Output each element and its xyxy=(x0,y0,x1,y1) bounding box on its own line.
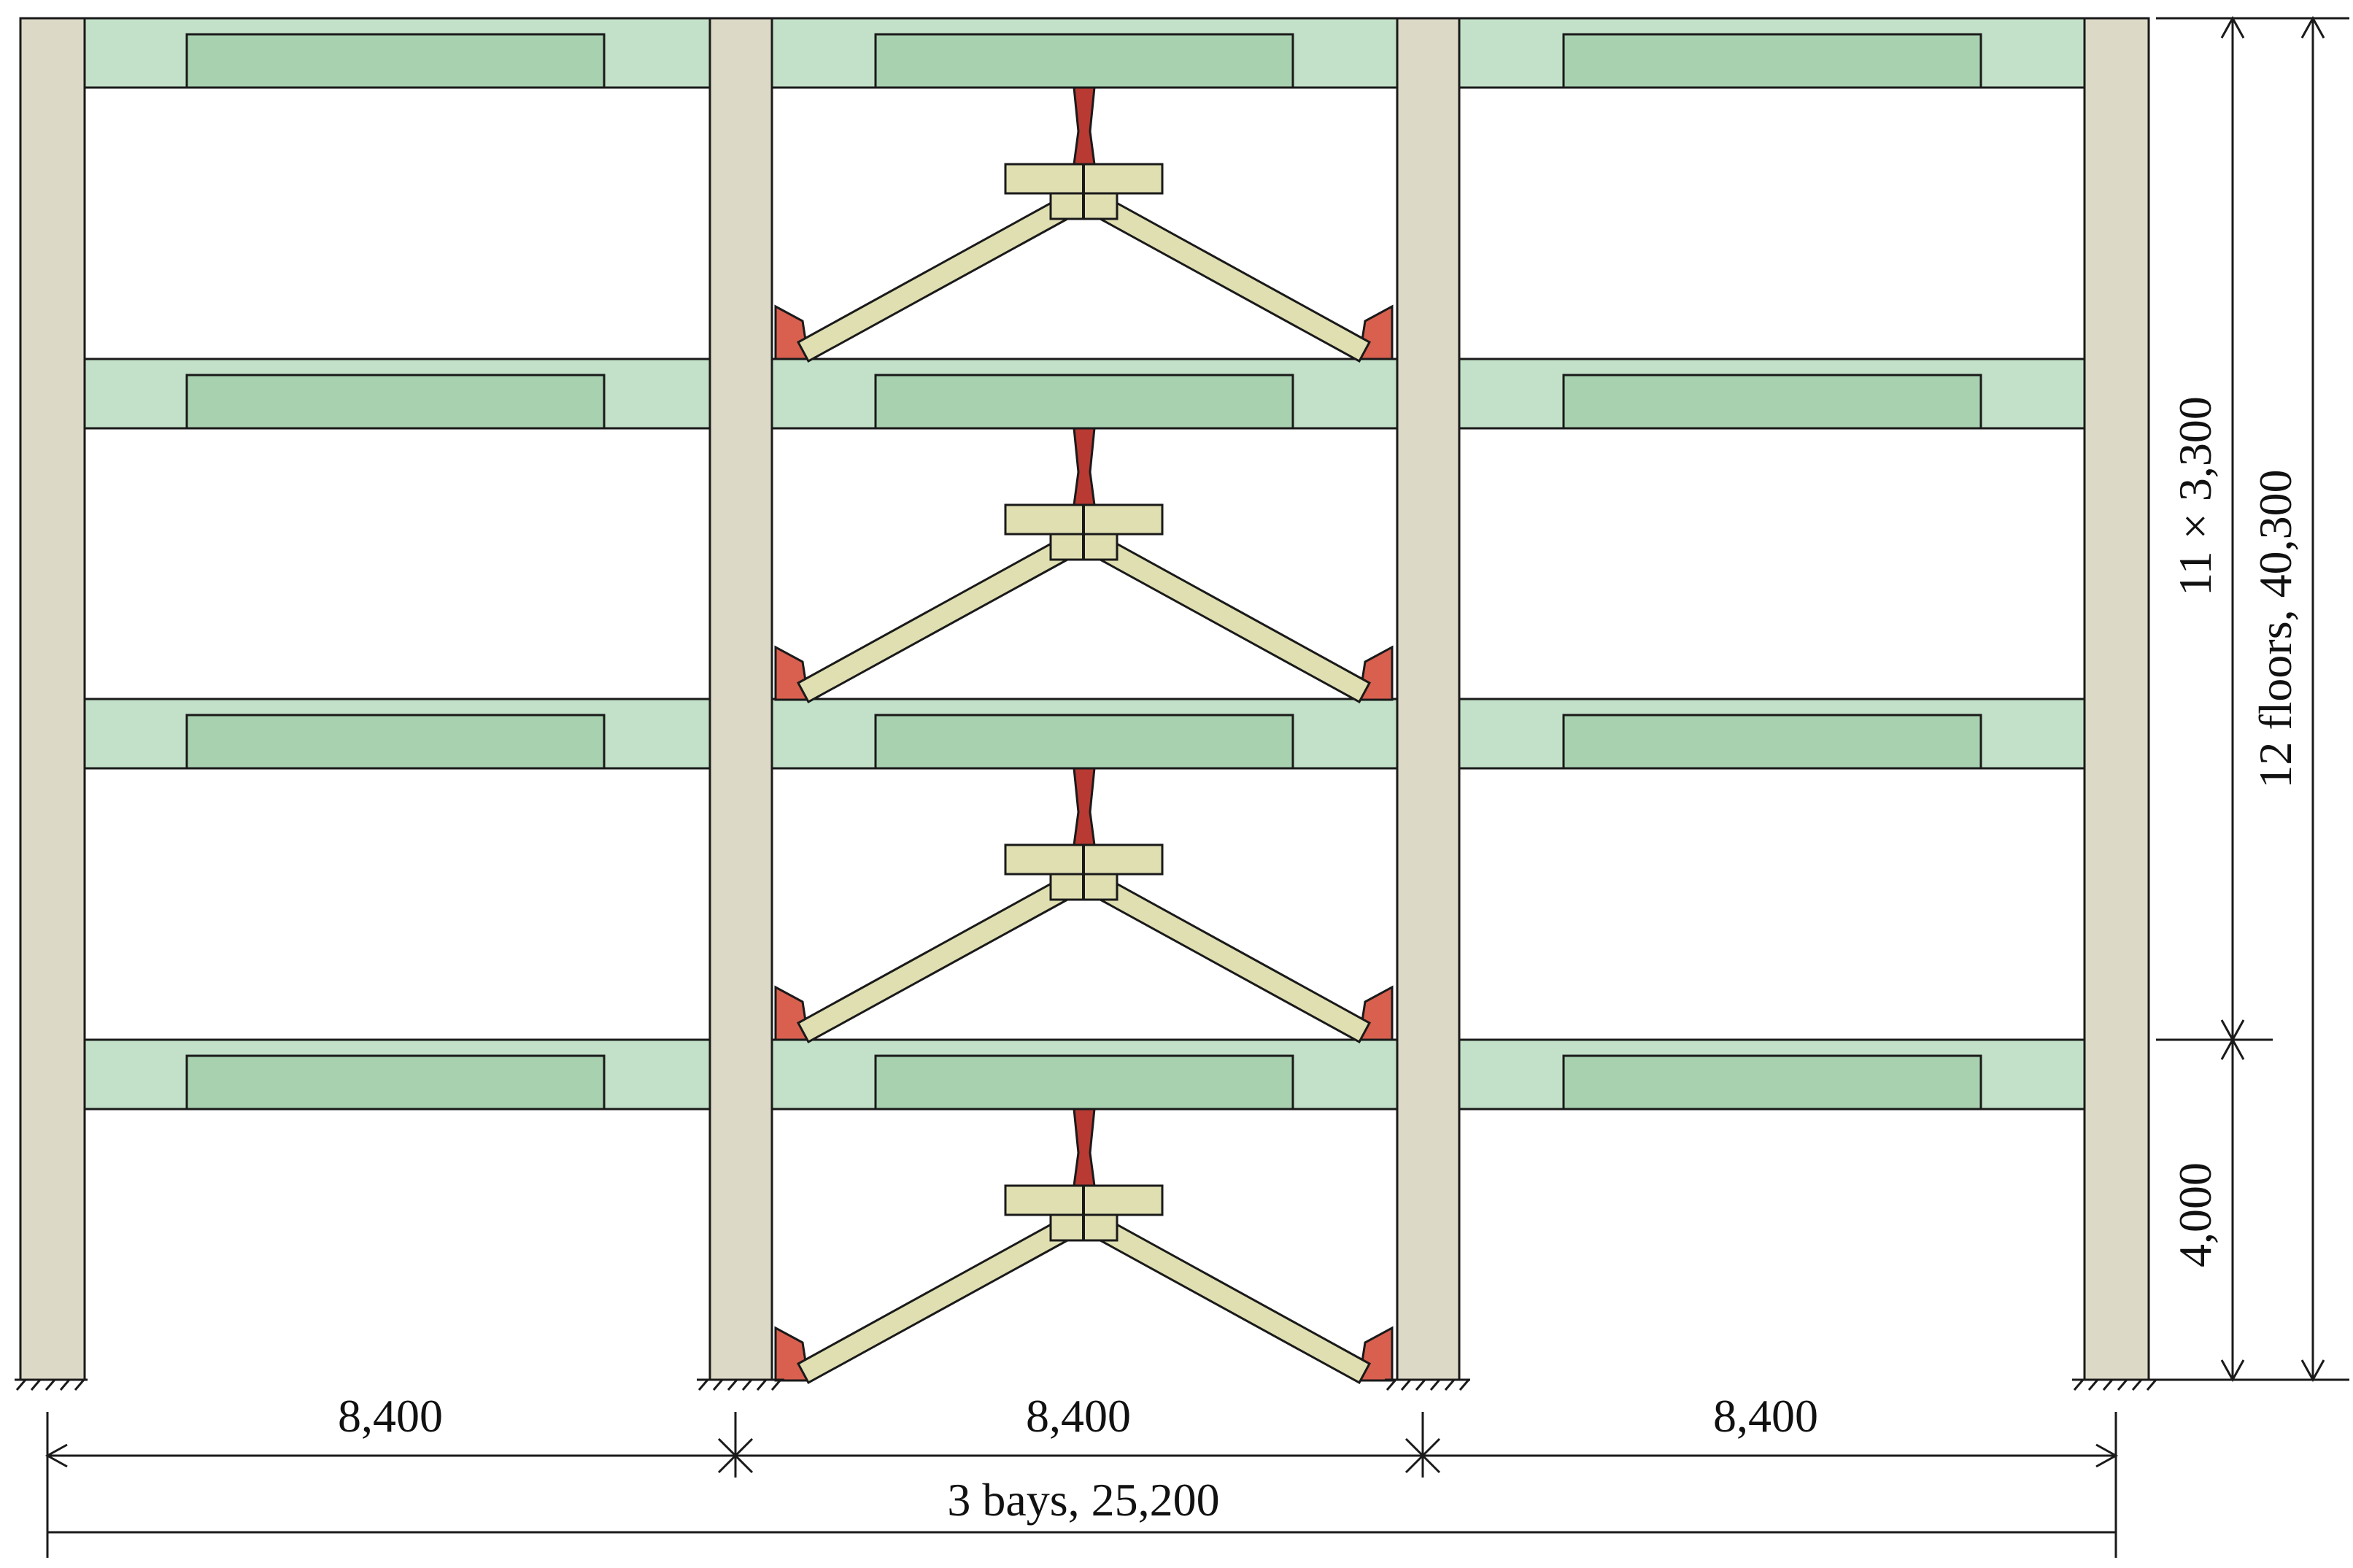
column-4 xyxy=(2083,17,2150,1381)
dimension-first-floor: 4,000 xyxy=(2169,1162,2221,1267)
dimension-total-width: 3 bays, 25,200 xyxy=(947,1474,1219,1526)
chevron-brace-story-2 xyxy=(774,427,1394,703)
horizontal-dimensions xyxy=(45,1412,2119,1558)
column-1 xyxy=(19,17,86,1381)
dimension-bay-3: 8,400 xyxy=(1713,1390,1818,1442)
dimension-upper-floors: 11 × 3,300 xyxy=(2169,396,2221,596)
column-3 xyxy=(1396,17,1461,1381)
column-2 xyxy=(708,17,773,1381)
dimension-bay-1: 8,400 xyxy=(338,1390,443,1442)
dimension-total-height: 12 floors, 40,300 xyxy=(2249,469,2301,788)
chevron-brace-story-1 xyxy=(774,86,1394,363)
chevron-brace-story-4 xyxy=(774,1108,1394,1384)
beam-level-4 xyxy=(83,1038,2086,1111)
chevron-brace-story-3 xyxy=(774,767,1394,1043)
dimension-bay-2: 8,400 xyxy=(1026,1390,1131,1442)
beam-level-3 xyxy=(83,698,2086,770)
vertical-dimensions xyxy=(2156,15,2349,1383)
ground-supports xyxy=(15,1378,2349,1391)
beam-level-1 xyxy=(83,17,2086,89)
beam-level-2 xyxy=(83,358,2086,430)
floor-lines xyxy=(20,17,2149,1041)
